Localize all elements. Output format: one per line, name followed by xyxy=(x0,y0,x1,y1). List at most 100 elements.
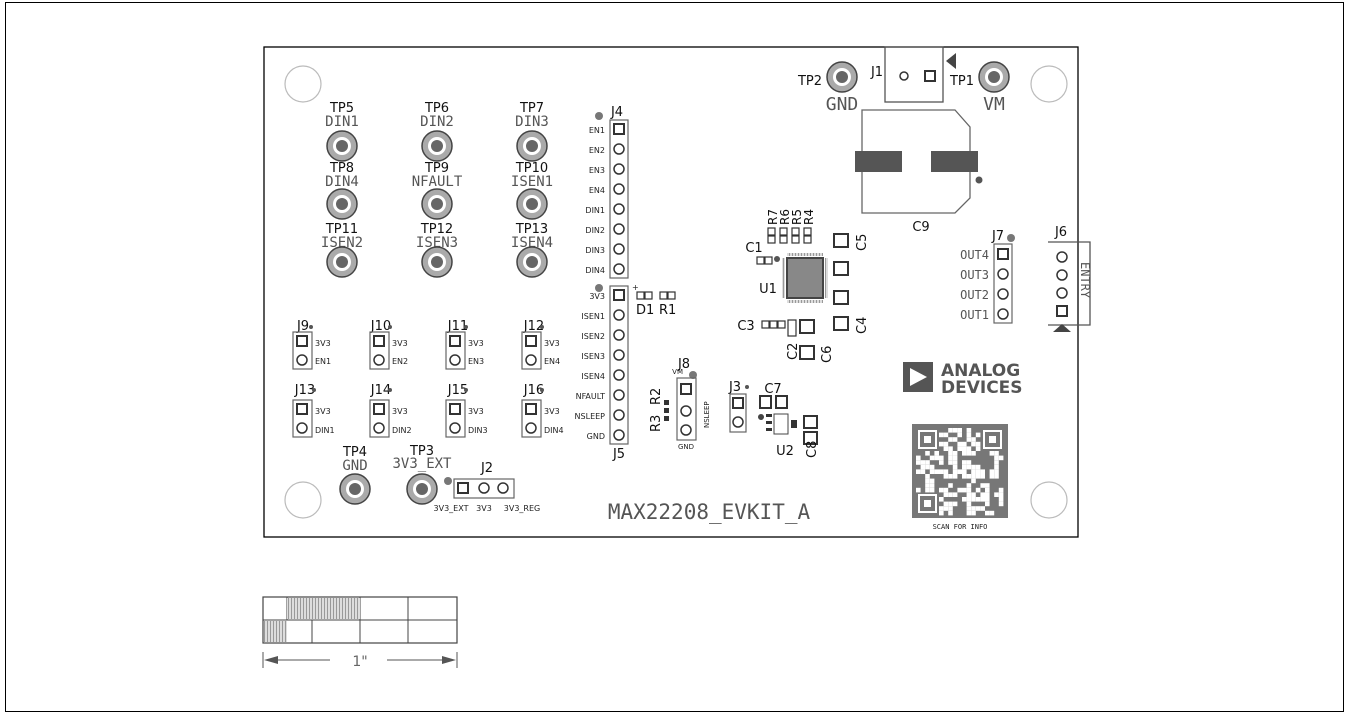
header-j5: 3V3 ISEN1 ISEN2 ISEN3 ISEN4 NFAULT NSLEE… xyxy=(575,284,629,462)
ref-r7: R7 xyxy=(766,209,780,225)
testpoint-ref: TP9 xyxy=(424,161,449,176)
testpoint-ref: TP4 xyxy=(342,445,367,460)
testpoint-net: ISEN2 xyxy=(321,235,363,251)
jumper-ref: J14 xyxy=(370,383,391,398)
header-ref: J6 xyxy=(1054,225,1067,240)
ref-r2: R2 xyxy=(649,388,664,405)
pin-label: OUT2 xyxy=(960,288,989,302)
jumper-ref: J15 xyxy=(447,383,468,398)
header-ref: J4 xyxy=(610,105,623,120)
pin-label: EN3 xyxy=(589,166,605,175)
ref-c7: C7 xyxy=(764,382,781,397)
ref-c4: C4 xyxy=(855,317,870,334)
pin-label: NSLEEP xyxy=(575,412,606,421)
jumper-bottom: EN2 xyxy=(392,357,408,366)
mounting-holes xyxy=(284,65,1068,519)
jumper-top: 3V3 xyxy=(392,407,408,416)
header-j7: J7 OUT4 OUT3 OUT2 OUT1 xyxy=(960,229,1015,324)
testpoint-ref: TP6 xyxy=(424,101,449,116)
testpoint-ref: TP2 xyxy=(797,74,822,89)
ref-c6: C6 xyxy=(820,346,835,363)
ref-j1: J1 xyxy=(870,65,883,80)
ref-r1: R1 xyxy=(659,303,676,318)
header-ref: J5 xyxy=(612,447,625,462)
pin-label: 3V3_EXT xyxy=(434,504,469,513)
testpoint-net: DIN2 xyxy=(420,114,454,130)
j6-label: ENTRY xyxy=(1078,262,1092,299)
ref-u2: U2 xyxy=(776,444,794,459)
testpoint[interactable]: TP10 ISEN1 xyxy=(511,161,553,220)
testpoint[interactable]: TP8 DIN4 xyxy=(325,161,359,220)
pin-label: DIN4 xyxy=(585,266,605,275)
pin-label: EN1 xyxy=(589,126,605,135)
pin-label: 3V3_REG xyxy=(504,504,540,513)
testpoint[interactable]: TP5 DIN1 xyxy=(325,101,359,162)
testpoint[interactable]: TP1 VM xyxy=(949,61,1010,115)
jumper[interactable]: J15 3V3 DIN3 xyxy=(445,383,488,438)
analog-devices-logo: ANALOG DEVICES xyxy=(903,361,1023,398)
logo-line-2: DEVICES xyxy=(941,378,1023,398)
qr-code: SCAN FOR INFO xyxy=(912,424,1008,531)
testpoint[interactable]: TP11 ISEN2 xyxy=(321,222,363,278)
pin-label: NFAULT xyxy=(576,392,606,401)
header-ref: J7 xyxy=(991,229,1004,244)
ref-r4: R4 xyxy=(802,209,816,225)
jumper[interactable]: J16 3V3 DIN4 xyxy=(521,383,564,438)
header-ref: J2 xyxy=(480,461,493,476)
testpoint-net: ISEN1 xyxy=(511,174,553,190)
ref-r3: R3 xyxy=(649,415,664,432)
j8-bottom-label: GND xyxy=(678,443,694,451)
testpoint[interactable]: TP12 ISEN3 xyxy=(416,222,458,278)
power-input: J1 C9 xyxy=(855,46,983,235)
pin-label: DIN2 xyxy=(585,226,605,235)
header-j2: J2 3V3_EXT 3V3 3V3_REG xyxy=(434,461,541,513)
scale-label: 1" xyxy=(352,654,367,670)
testpoint-ref: TP10 xyxy=(515,161,548,176)
d1-r1: + D1 R1 xyxy=(632,283,676,318)
jumper-top: 3V3 xyxy=(392,339,408,348)
jumper[interactable]: J11 3V3 EN3 xyxy=(445,319,484,370)
j8-top-label: VM xyxy=(672,368,683,376)
pin-label: OUT1 xyxy=(960,308,989,322)
ref-c1: C1 xyxy=(745,241,762,256)
jumper[interactable]: J9 3V3 EN1 xyxy=(292,319,331,370)
jumper[interactable]: J12 3V3 EN4 xyxy=(521,319,560,370)
testpoint-ref: TP12 xyxy=(420,222,453,237)
header-j8: J8 VM NSLEEP GND R2 R3 xyxy=(649,357,711,451)
pin-label: GND xyxy=(587,432,605,441)
jumper-bottom: EN4 xyxy=(544,357,560,366)
jumper[interactable]: J14 3V3 DIN2 xyxy=(369,383,412,438)
testpoint-ref: TP7 xyxy=(519,101,544,116)
testpoint[interactable]: TP3 3V3_EXT xyxy=(392,444,452,505)
jumper-ref: J16 xyxy=(523,383,544,398)
testpoint-ref: TP8 xyxy=(329,161,354,176)
pin-label: OUT4 xyxy=(960,248,989,262)
ref-r6: R6 xyxy=(778,209,792,225)
scale-bar: 1" xyxy=(262,596,458,670)
jumper-ref: J12 xyxy=(523,319,544,334)
testpoint-net: DIN4 xyxy=(325,174,359,190)
jumper[interactable]: J10 3V3 EN2 xyxy=(369,319,408,370)
pin-label: EN4 xyxy=(589,186,605,195)
jumper-bottom: EN3 xyxy=(468,357,484,366)
pin-label: DIN3 xyxy=(585,246,605,255)
ref-c2: C2 xyxy=(786,343,801,360)
pin-label: 3V3 xyxy=(476,504,492,513)
pin-label: 3V3 xyxy=(589,292,605,301)
jumper-ref: J11 xyxy=(447,319,468,334)
testpoint[interactable]: TP6 DIN2 xyxy=(420,101,454,162)
ref-c8: C8 xyxy=(805,441,820,458)
testpoint-net: DIN1 xyxy=(325,114,359,130)
pin-label: ISEN3 xyxy=(581,352,605,361)
header-j4: J4 EN1 EN2 EN3 EN4 DIN1 DIN2 DIN3 DIN4 xyxy=(585,105,629,279)
testpoint[interactable]: TP2 GND xyxy=(797,61,858,115)
jumper-top: 3V3 xyxy=(468,339,484,348)
testpoint[interactable]: TP13 ISEN4 xyxy=(511,222,553,278)
jumper[interactable]: J13 3V3 DIN1 xyxy=(292,383,335,438)
ref-u1: U1 xyxy=(759,282,777,297)
testpoint[interactable]: TP9 NFAULT xyxy=(412,161,463,220)
testpoint[interactable]: TP7 DIN3 xyxy=(515,101,549,162)
testpoint[interactable]: TP4 GND xyxy=(339,445,371,505)
testpoint-ref: TP11 xyxy=(325,222,358,237)
jumper-top: 3V3 xyxy=(315,407,331,416)
